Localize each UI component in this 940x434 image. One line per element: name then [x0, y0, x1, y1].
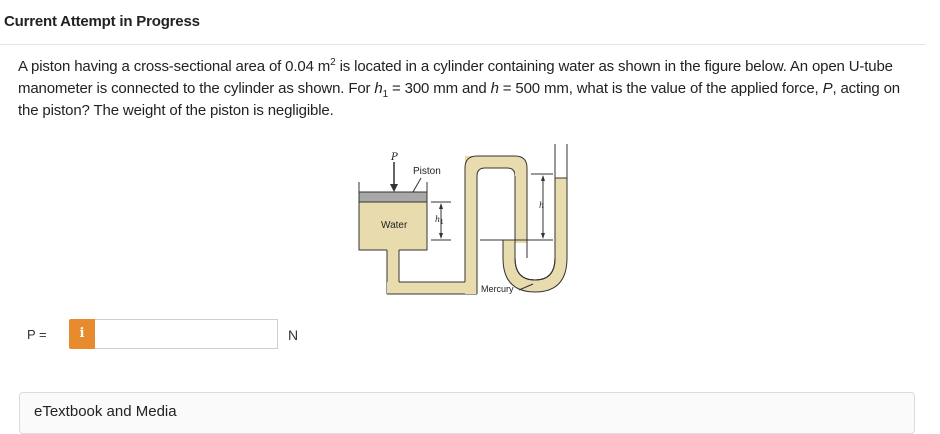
question-part5: , acting on the piston? The weight of th…	[18, 80, 901, 119]
label-piston: Piston	[413, 166, 441, 177]
header-divider	[0, 44, 926, 45]
question-part2: is located in a cylinder containing wate…	[18, 58, 893, 97]
area-exponent: 2	[330, 57, 336, 68]
h1-arrow-up	[439, 203, 443, 209]
u-tube	[502, 177, 568, 293]
question-text: A piston having a cross-sectional area o…	[18, 56, 918, 122]
var-h1-subscript: 1	[382, 89, 389, 100]
riser-tube	[465, 156, 477, 294]
cylinder-neck	[387, 249, 399, 287]
bottom-tube	[387, 282, 477, 294]
info-icon[interactable]: i	[69, 319, 95, 349]
mercury-pointer	[518, 283, 534, 291]
u-bottom-outer	[527, 258, 555, 268]
piston-manometer-figure: P Piston Water h 1 h Mercury	[355, 140, 585, 300]
etextbook-panel[interactable]: eTextbook and Media	[19, 392, 915, 434]
question-part1: A piston having a cross-sectional area o…	[18, 58, 331, 75]
u-bottom	[514, 257, 556, 281]
answer-row: P = i N	[0, 316, 400, 352]
var-h: h	[490, 80, 499, 97]
answer-label: P =	[27, 327, 47, 342]
page-title: Current Attempt in Progress	[4, 13, 200, 30]
h1-arrow-down	[439, 233, 443, 239]
h-arrow-up	[541, 175, 545, 181]
figure-svg: P Piston Water h 1 h Mercury	[358, 144, 568, 295]
question-part4: = 500 mm, what is the value of the appli…	[498, 80, 823, 97]
unit-label: N	[288, 327, 299, 343]
label-mercury: Mercury	[481, 284, 514, 294]
page-header: Current Attempt in Progress	[0, 0, 940, 45]
answer-input[interactable]	[95, 319, 278, 349]
label-h1: h	[435, 215, 440, 224]
question-part3: = 300 mm and	[388, 80, 491, 97]
var-P: P	[822, 80, 833, 97]
label-h: h	[539, 201, 544, 210]
label-water: Water	[381, 220, 408, 231]
var-h1: h	[374, 80, 383, 97]
piston-pointer	[412, 177, 422, 193]
u-left-leg	[515, 168, 527, 243]
label-P: P	[390, 152, 398, 163]
p-arrow-head	[390, 184, 398, 192]
label-h1-sub: 1	[440, 219, 444, 226]
piston	[358, 191, 428, 203]
h-arrow-down	[541, 233, 545, 239]
